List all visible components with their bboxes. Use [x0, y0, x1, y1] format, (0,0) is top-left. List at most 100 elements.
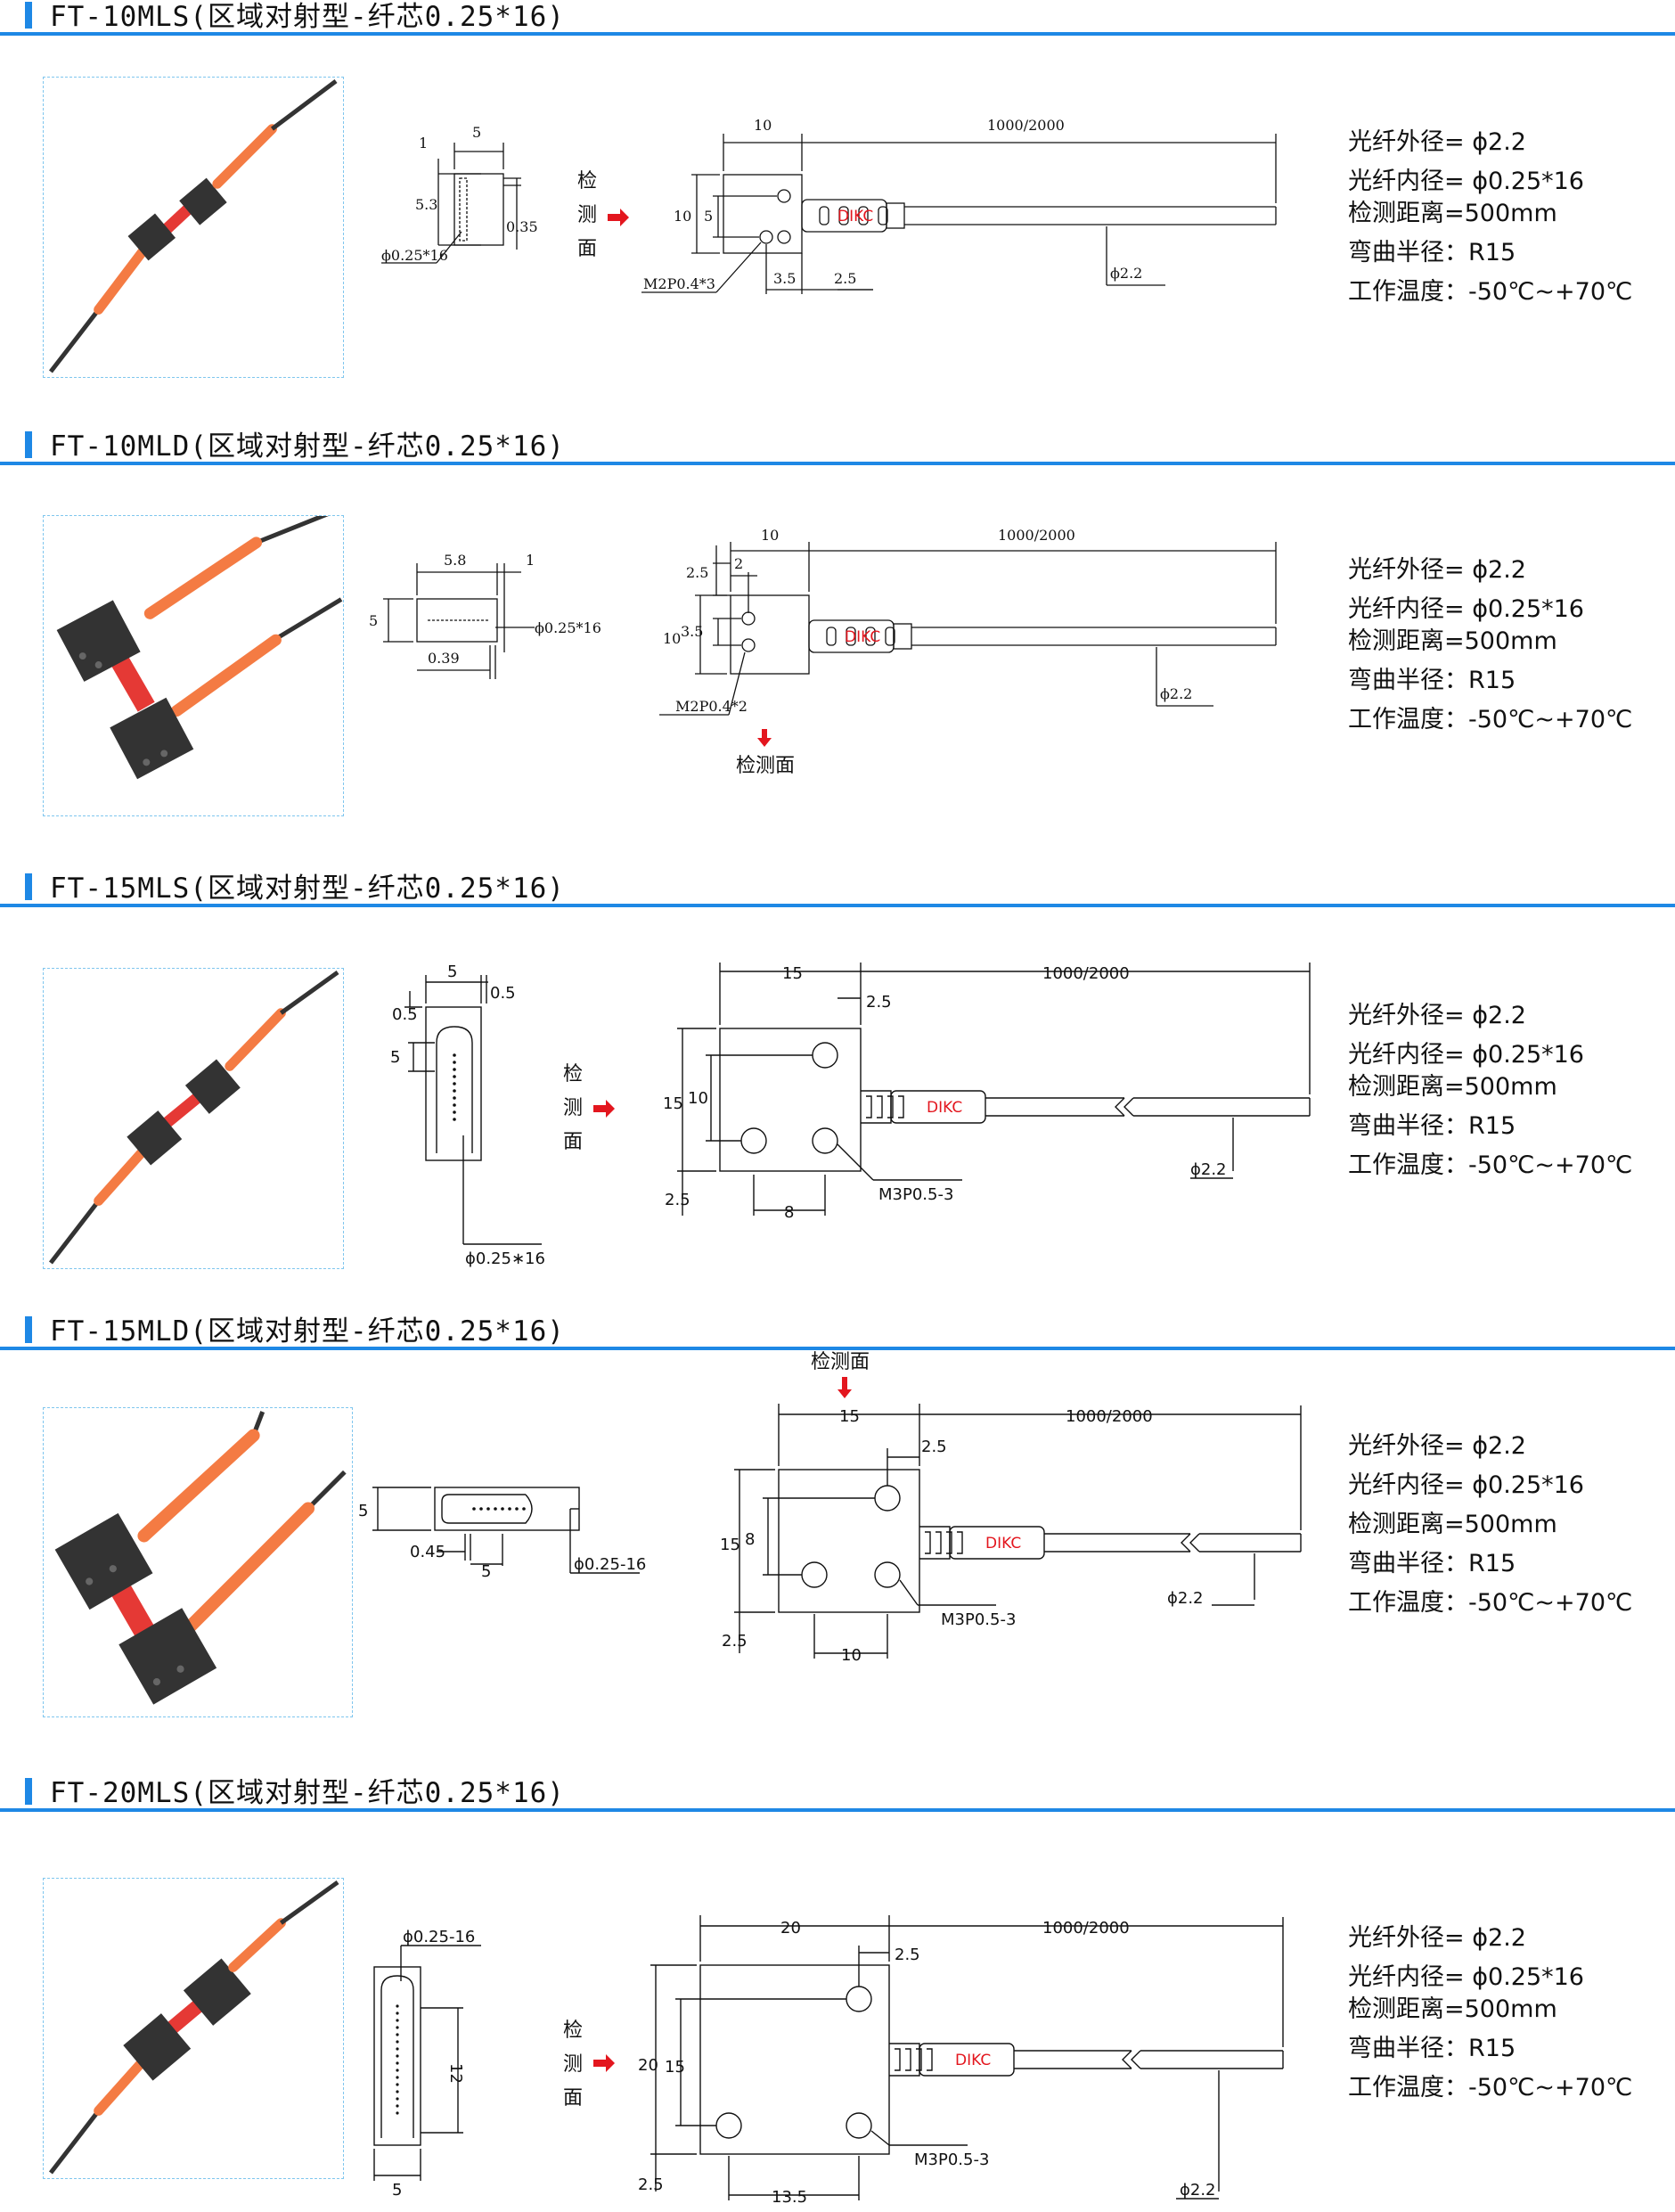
dim-screw: M3P0.5-3	[941, 1610, 1016, 1629]
front-view	[650, 1915, 1284, 2200]
core-dots	[453, 1053, 456, 1121]
dimension-drawing: 检测面 5 0.45 5 ϕ0.25-16	[358, 1351, 1302, 1665]
dim-depth: 0.45	[410, 1543, 445, 1561]
dim-head-width: 5	[472, 124, 481, 141]
dim-hole-pitch: 3.5	[681, 623, 703, 640]
dim-body-height: 10	[663, 630, 681, 647]
dim-cable: ϕ2.2	[1110, 265, 1142, 282]
dim-screw: M2P0.4*2	[675, 698, 748, 715]
section-title-text: FT-20MLS(区域对射型-纤芯0.25*16)	[50, 1777, 565, 1809]
spec-operating-temp: 工作温度：-50℃~+70℃	[1348, 706, 1633, 733]
spec-outer-diameter: 光纤外径= ϕ2.2	[1348, 556, 1526, 584]
front-view	[677, 963, 1311, 1216]
spec-inner-diameter: 光纤内径= ϕ0.25*16	[1348, 1041, 1584, 1069]
spec-detect-distance: 检测距离=500mm	[1348, 1511, 1557, 1538]
detect-char: 测	[577, 204, 597, 226]
dim-body-width: 15	[782, 964, 803, 983]
dim-gap: 0.5	[490, 984, 516, 1003]
spec-inner-diameter: 光纤内径= ϕ0.25*16	[1348, 1963, 1584, 1991]
dim-core: ϕ0.25*16	[381, 247, 448, 264]
spec-bend-radius: 弯曲半径：R15	[1348, 1112, 1516, 1140]
dim-hole-offset: 3.5	[773, 270, 796, 287]
dim-screw: M3P0.5-3	[878, 1185, 953, 1204]
section-title-text: FT-15MLS(区域对射型-纤芯0.25*16)	[50, 873, 565, 905]
brand-label: DIKC	[927, 1099, 962, 1117]
section-title-text: FT-10MLS(区域对射型-纤芯0.25*16)	[50, 1, 565, 33]
dim-core: ϕ0.25*16	[535, 619, 601, 636]
section-ft-15mld: FT-15MLD(区域对射型-纤芯0.25*16) 检测面	[0, 1315, 1675, 1760]
dim-bottom: 2.5	[722, 1632, 748, 1651]
section-ft-20mls: FT-20MLS(区域对射型-纤芯0.25*16)	[0, 1776, 1675, 2212]
dim-body-height: 15	[720, 1536, 740, 1554]
dim-height: 5	[390, 1048, 400, 1067]
brand-label: DIKC	[955, 2052, 991, 2069]
spec-outer-diameter: 光纤外径= ϕ2.2	[1348, 1002, 1526, 1029]
detect-char: 测	[563, 1097, 583, 1119]
detect-char: 检	[563, 2019, 583, 2042]
dim-head-width: 5	[447, 963, 457, 981]
dim-length: 1000/2000	[998, 527, 1075, 544]
dim-body-width: 20	[780, 1919, 801, 1938]
dimension-drawing: 5 0.5 0.5 5 ϕ0.25∗16 检 测 面	[390, 963, 1311, 1268]
dim-length: 1000/2000	[987, 117, 1065, 134]
dim-length: 1000/2000	[1042, 964, 1130, 983]
side-view	[404, 975, 542, 1245]
title-accent-bar	[25, 1316, 32, 1343]
dim-hole-x: 8	[784, 1203, 794, 1222]
section-divider	[0, 1347, 1675, 1350]
dim-hole-pitch: 10	[688, 1089, 708, 1108]
section-ft-10mls: FT-10MLS(区域对射型-纤芯0.25*16) 5 1	[0, 0, 1675, 446]
detect-arrow-icon	[608, 209, 629, 226]
section-divider	[0, 32, 1675, 36]
brand-label: DIKC	[838, 208, 873, 225]
spec-outer-diameter: 光纤外径= ϕ2.2	[1348, 128, 1526, 156]
spec-operating-temp: 工作温度：-50℃~+70℃	[1348, 2074, 1633, 2101]
title-accent-bar	[25, 2, 32, 29]
side-view	[373, 1945, 481, 2181]
detect-face-label: 检测面	[811, 1351, 870, 1373]
spec-detect-distance: 检测距离=500mm	[1348, 1073, 1557, 1101]
dim-bottom: 2.5	[638, 2175, 664, 2194]
dim-top: 2.5	[686, 564, 708, 581]
section-divider	[0, 462, 1675, 465]
product-photo	[43, 515, 344, 816]
dim-core: ϕ0.25-16	[403, 1928, 475, 1946]
dim-hole-x: 13.5	[772, 2188, 807, 2207]
dim-core: ϕ0.25∗16	[465, 1249, 545, 1268]
front-view	[641, 134, 1277, 294]
dim-height: 5	[358, 1502, 368, 1520]
dim-top: 1	[419, 135, 428, 152]
dim-neck: 2.5	[921, 1438, 947, 1456]
dim-head-width: 5	[481, 1562, 491, 1581]
detect-face-label: 检测面	[736, 755, 795, 777]
dim-slot: 0.35	[506, 218, 538, 235]
dim-hole-pitch: 8	[745, 1530, 755, 1549]
dim-head-width: 5	[392, 2181, 402, 2200]
dim-neck: 2.5	[895, 1946, 920, 1964]
side-view	[381, 143, 521, 264]
front-view	[659, 542, 1277, 716]
dim-depth: 0.39	[428, 650, 460, 667]
spec-outer-diameter: 光纤外径= ϕ2.2	[1348, 1924, 1526, 1952]
dim-body-width: 10	[754, 117, 772, 134]
detect-char: 面	[577, 238, 597, 260]
detect-char: 检	[577, 170, 597, 193]
spec-bend-radius: 弯曲半径：R15	[1348, 2035, 1516, 2062]
dim-cable: ϕ2.2	[1167, 1589, 1204, 1608]
dim-length: 1000/2000	[1042, 1919, 1130, 1938]
front-view	[734, 1404, 1302, 1659]
dim-height: 5	[369, 612, 378, 629]
section-divider	[0, 1808, 1675, 1812]
product-image-inline-pair	[48, 1880, 339, 2175]
dim-height: 5.3	[415, 196, 437, 213]
side-view	[372, 1487, 640, 1574]
section-ft-15mls: FT-15MLS(区域对射型-纤芯0.25*16)	[0, 872, 1675, 1317]
spec-inner-diameter: 光纤内径= ϕ0.25*16	[1348, 1471, 1584, 1499]
spec-list: 光纤外径= ϕ2.2 光纤内径= ϕ0.25*16 检测距离=500mm 弯曲半…	[1348, 1427, 1632, 1623]
spec-list: 光纤外径= ϕ2.2 光纤内径= ϕ0.25*16 检测距离=500mm 弯曲半…	[1348, 123, 1632, 312]
product-image-inline-pair	[48, 78, 338, 373]
spec-list: 光纤外径= ϕ2.2 光纤内径= ϕ0.25*16 检测距离=500mm 弯曲半…	[1348, 551, 1632, 740]
title-accent-bar	[25, 431, 32, 458]
dim-bottom: 2.5	[665, 1191, 690, 1209]
dim-hole-x: 10	[841, 1646, 862, 1665]
